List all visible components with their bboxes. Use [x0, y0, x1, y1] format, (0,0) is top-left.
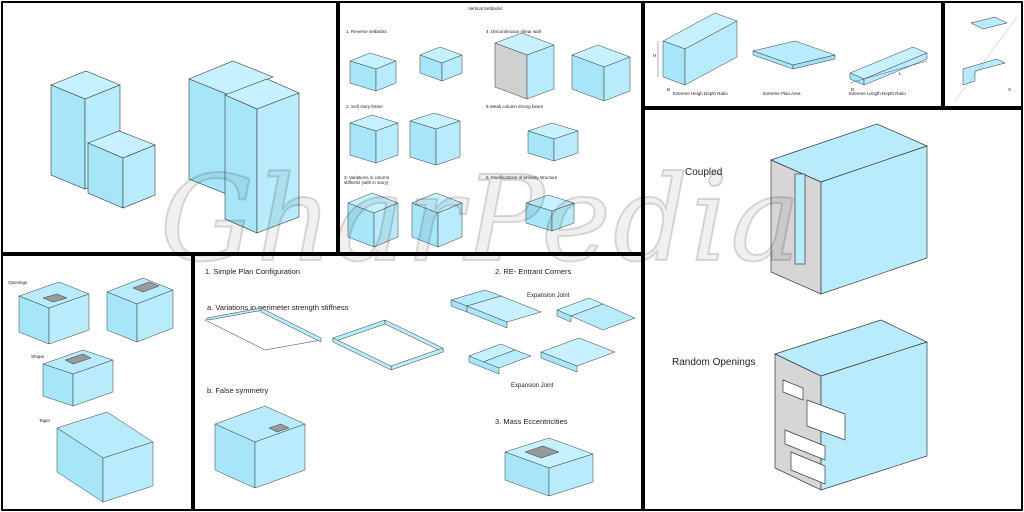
coupled-random-illustration — [770, 123, 928, 491]
ratio-label-length-depth: Extreme Length Depth Ratio — [849, 91, 906, 96]
expansion-joint-1: Expansion Joint — [527, 293, 570, 299]
plan-heading-3: 3. Mass Eccentricities — [495, 417, 568, 426]
setback-label-2: 2. Soft story frame — [346, 104, 383, 109]
setback-diagrams — [347, 32, 631, 248]
dim-h: H — [653, 53, 657, 58]
panel-plan-configuration: 1. Simple Plan Configuration a. Variatio… — [193, 254, 643, 511]
setback-label-4: 4. Discontinuous shear wall — [486, 29, 541, 34]
ratio-label-height-depth: Extreme Heigh Depth Ratio — [673, 91, 728, 96]
plan-heading-2: 2. RE- Entrant Corners — [495, 267, 572, 276]
setback-label-6: 6. Modifications of primary structure — [486, 175, 558, 180]
label-taper: Taper — [39, 418, 51, 423]
buildings-isometric-illustration — [50, 60, 300, 234]
plan-heading-1: 1. Simple Plan Configuration — [205, 267, 301, 276]
setback-label-1: 1. Reverse setbacks — [346, 29, 387, 34]
panel-coupled-random: Coupled Random Openings — [643, 108, 1023, 511]
dim-d: D — [851, 87, 855, 92]
panel-buildings-isometric — [1, 1, 338, 254]
plan-configuration-illustration — [204, 289, 636, 497]
setback-label-5: 5.Weak column strong beam — [486, 104, 544, 109]
corner-letter: X — [1008, 87, 1012, 92]
ratio-diagrams — [657, 12, 928, 86]
ratio-label-plan-area: Extreme Plan Area — [763, 91, 801, 96]
vertical-setbacks-title: Vertical Setbacks — [468, 6, 503, 11]
plan-sub-a: a. Variations in perimeter strength stif… — [207, 303, 349, 312]
openings-shape-taper-illustration — [18, 277, 174, 503]
coupled-title: Coupled — [685, 167, 723, 178]
label-shape: Shape — [31, 354, 45, 359]
panel-openings-shape-taper: Openings Shape Taper — [1, 254, 193, 511]
plan-sub-b: b. False symmetry — [207, 386, 269, 395]
dim-l: L — [899, 71, 902, 76]
expansion-joint-2: Expansion Joint — [511, 383, 554, 389]
panel-corner-icon: X — [943, 1, 1023, 108]
corner-plan-icon — [954, 16, 1018, 102]
label-openings: Openings — [8, 280, 28, 285]
dim-b: B — [667, 87, 671, 92]
setback-label-3: 3. Variations in column stiffness (with … — [344, 175, 390, 185]
panel-extreme-ratios: H B L D Extreme Heigh Depth Ratio Extrem… — [643, 1, 943, 108]
panel-vertical-setbacks: Vertical Setbacks 1. Reverse setbacks 4.… — [338, 1, 643, 254]
random-openings-title: Random Openings — [672, 357, 756, 368]
